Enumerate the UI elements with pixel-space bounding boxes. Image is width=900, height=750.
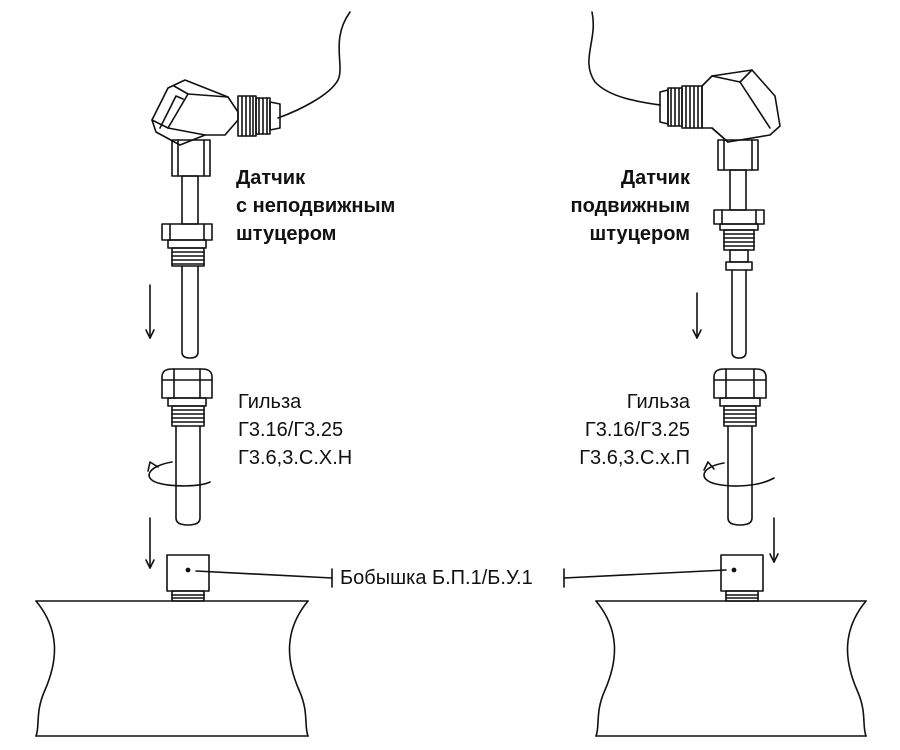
left-lower-probe — [181, 265, 199, 359]
left-assembly — [35, 11, 351, 737]
right-sleeve-label: Гильза Г3.16/Г3.25 Г3.6,3.С.х.П — [579, 388, 690, 472]
left-sleeve-line-3: Г3.6,3.С.Х.Н — [238, 447, 353, 469]
left-sensor-label: Датчик с неподвижным штуцером — [236, 164, 395, 248]
right-cable — [588, 11, 661, 106]
right-upper-probe — [729, 169, 747, 211]
left-sensor-head — [151, 79, 239, 177]
left-boss — [166, 554, 210, 602]
right-cable-gland — [659, 85, 703, 129]
right-movable-fitting — [713, 209, 765, 271]
right-sleeve-line-2: Г3.16/Г3.25 — [584, 419, 690, 441]
left-sensor-line-3: штуцером — [236, 223, 337, 245]
right-sleeve-line-1: Гильза — [626, 391, 690, 413]
left-sleeve-line-2: Г3.16/Г3.25 — [238, 419, 344, 441]
right-sensor-head — [701, 69, 781, 171]
right-pipe — [595, 600, 867, 737]
right-lower-probe — [731, 269, 747, 359]
left-pipe — [35, 600, 309, 737]
left-rotation-arrow — [147, 461, 211, 487]
right-assembly — [588, 11, 867, 737]
boss-label: Бобышка Б.П.1/Б.У.1 — [340, 567, 533, 589]
right-sensor-line-1: Датчик — [620, 167, 690, 189]
left-fixed-fitting — [161, 223, 213, 267]
left-arrow-down-2 — [145, 517, 155, 569]
left-cable-gland — [237, 95, 281, 137]
right-arrow-down-2 — [769, 517, 779, 563]
boss-leader-lines — [195, 568, 727, 588]
right-sensor-line-2: подвижным — [570, 195, 690, 217]
left-arrow-down-1 — [145, 284, 155, 339]
right-boss — [720, 554, 764, 602]
left-sleeve — [161, 368, 213, 526]
right-sleeve-line-3: Г3.6,3.С.х.П — [579, 447, 690, 469]
right-sensor-line-3: штуцером — [589, 223, 690, 245]
right-sleeve — [713, 368, 767, 526]
right-sensor-label: Датчик подвижным штуцером — [571, 164, 690, 248]
left-cable — [277, 11, 351, 119]
left-sleeve-line-1: Гильза — [238, 391, 302, 413]
right-arrow-down-1 — [692, 292, 702, 339]
left-upper-probe — [181, 175, 199, 225]
left-sensor-line-2: с неподвижным — [236, 195, 396, 217]
right-rotation-arrow — [703, 461, 775, 487]
left-sensor-line-1: Датчик — [236, 167, 306, 189]
left-sleeve-label: Гильза Г3.16/Г3.25 Г3.6,3.С.Х.Н — [238, 388, 352, 472]
